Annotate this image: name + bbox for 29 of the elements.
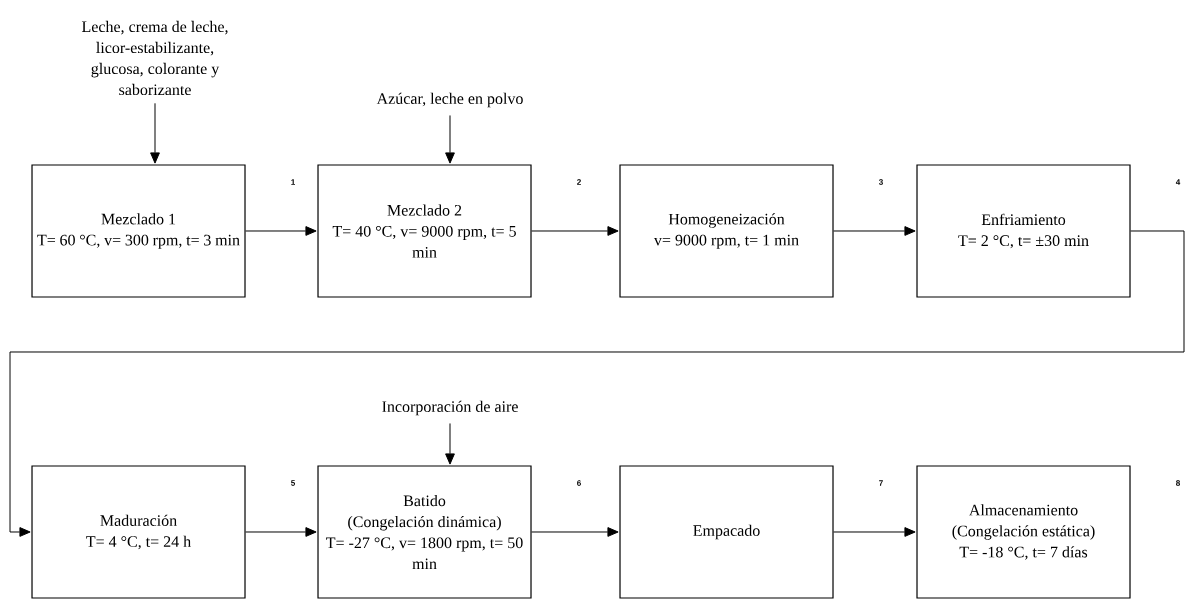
process-box: Maduración T= 4 °C, t= 24 h [31,465,246,599]
arrow [833,226,916,236]
arrow [9,230,1185,537]
process-box: Batido (Congelación dinámica) T= -27 °C, v= 1800 rpm, t= 50 min [317,465,532,599]
input-label: Leche, crema de leche, licor-estabilizante, glucosa, colorante y saborizante [81,20,228,96]
arrow [531,226,619,236]
step-number: 1 [291,179,295,185]
step-number: 7 [879,480,883,486]
process-box: Empacado [619,465,834,599]
step-number: 4 [1175,179,1181,185]
step-number: 5 [291,480,295,486]
arrow [445,114,455,164]
step-number: 8 [1176,480,1180,486]
arrow [245,527,317,537]
arrow [445,422,455,465]
step-number: 3 [878,179,883,185]
step-number: 6 [577,480,581,486]
arrow [531,527,619,537]
process-box: Homogeneización v= 9000 rpm, t= 1 min [619,164,834,298]
process-box: Almacenamiento (Congelación estática) T= -18 °C, t= 7 días [916,465,1131,599]
process-box: Enfriamiento T= 2 °C, t= ±30 min [916,164,1131,298]
process-box: Mezclado 1 T= 60 °C, v= 300 rpm, t= 3 min [31,164,246,298]
process-box: Mezclado 2 T= 40 °C, v= 9000 rpm, t= 5 min [317,164,532,298]
arrow [245,226,317,236]
arrow [833,527,916,537]
arrow [150,102,160,164]
step-number: 2 [577,179,581,185]
input-label: Azúcar, leche en polvo [376,92,523,108]
input-label: Incorporación de aire [382,400,518,416]
